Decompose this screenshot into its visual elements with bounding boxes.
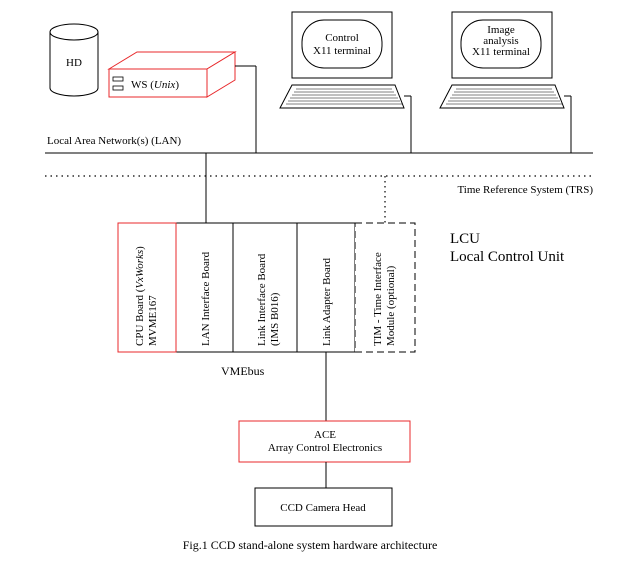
- link-interface-board-label-2: (IMS B016): [269, 292, 281, 346]
- hd-disk: HD: [49, 23, 99, 97]
- hd-label: HD: [66, 57, 82, 69]
- workstation: [107, 51, 237, 98]
- image-terminal-line-2: analysis: [483, 35, 518, 47]
- image-terminal-line-1: Image: [487, 24, 515, 36]
- vme-rack: CPU Board (VxWorks) MVME167 LAN Interfac…: [117, 222, 416, 353]
- lan-drops: [235, 65, 572, 153]
- lan-interface-board-label: LAN Interface Board: [200, 251, 212, 346]
- cpu-board: [117, 222, 177, 353]
- tim-board: [354, 222, 416, 353]
- trs-label: Time Reference System (TRS): [457, 184, 593, 196]
- vmebus-label: VMEbus: [221, 364, 265, 378]
- lan-interface-board: [175, 222, 234, 353]
- ccd-label: CCD Camera Head: [280, 502, 366, 514]
- lcu-abbr: LCU: [450, 231, 480, 247]
- ace-box: [238, 420, 411, 463]
- tim-board-label-1: TIM - Time Interface: [372, 252, 384, 346]
- ace-label-2: Array Control Electronics: [268, 442, 382, 454]
- control-terminal: Control X11 terminal: [279, 11, 405, 109]
- lan-label: Local Area Network(s) (LAN): [47, 135, 181, 147]
- link-interface-board: [232, 222, 298, 353]
- ace-label-1: ACE: [314, 429, 336, 441]
- tim-board-label-2: Module (optional): [385, 265, 397, 346]
- link-adapter-board-label: Link Adapter Board: [321, 258, 333, 346]
- cpu-board-label-2: MVME167: [147, 295, 159, 346]
- control-terminal-line-2: X11 terminal: [313, 45, 371, 57]
- figure-caption: Fig.1 CCD stand-alone system hardware ar…: [183, 538, 438, 552]
- link-adapter-board: [296, 222, 356, 353]
- ccd-box: [254, 487, 393, 527]
- workstation-label: WS (Unix): [131, 79, 179, 91]
- cpu-board-label-1: CPU Board (VxWorks): [134, 246, 146, 346]
- lcu-full: Local Control Unit: [450, 249, 565, 265]
- control-terminal-line-1: Control: [325, 32, 359, 44]
- link-interface-board-label-1: Link Interface Board: [256, 253, 268, 346]
- image-terminal-line-3: X11 terminal: [472, 46, 530, 58]
- image-analysis-terminal: Image analysis X11 terminal: [439, 11, 565, 109]
